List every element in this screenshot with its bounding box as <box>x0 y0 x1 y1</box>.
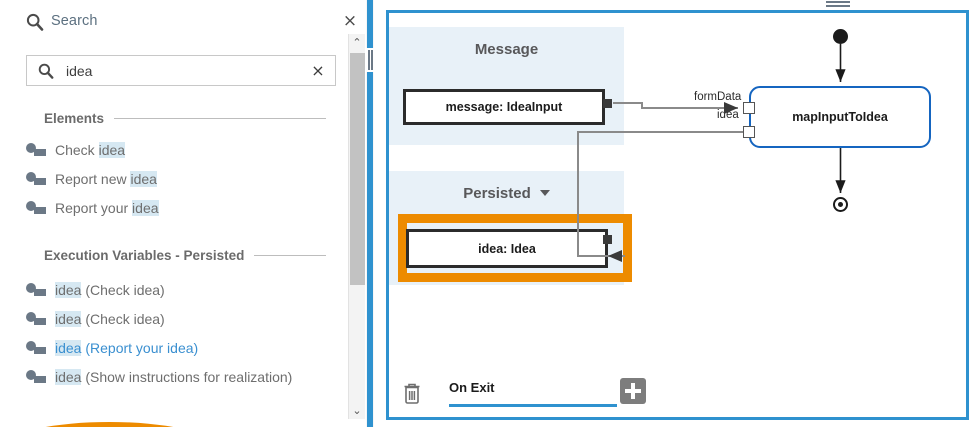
port-label-idea: idea <box>717 109 739 121</box>
data-node-persisted[interactable]: idea: Idea <box>406 229 608 268</box>
search-icon <box>38 63 54 79</box>
diagram-panel: Message message: IdeaInput Persisted ide… <box>386 10 969 420</box>
group-label: Execution Variables - Persisted <box>44 247 245 263</box>
panel-splitter-bar <box>367 0 373 427</box>
group-header-execution-variables: Execution Variables - Persisted <box>44 246 326 264</box>
persisted-output-port[interactable] <box>603 235 612 244</box>
scrollbar-thumb[interactable] <box>350 53 365 285</box>
region-title: Persisted <box>389 185 624 202</box>
user-icon <box>26 142 46 157</box>
list-item-label: Report your idea <box>55 199 159 216</box>
region-title: Message <box>474 41 539 58</box>
user-icon <box>26 171 46 186</box>
message-output-port[interactable] <box>603 99 612 108</box>
user-icon <box>26 340 46 355</box>
chevron-down-icon[interactable] <box>539 190 550 196</box>
group-header-elements: Elements <box>44 109 326 127</box>
user-icon <box>26 311 46 326</box>
task-node-label: mapInputToIdea <box>792 110 888 124</box>
trash-icon[interactable] <box>401 381 423 405</box>
group-divider <box>114 117 326 119</box>
add-icon[interactable] <box>620 378 646 404</box>
task-node-mapinputtoidea[interactable]: mapInputToIdea <box>749 86 931 148</box>
region-message: Message <box>389 27 624 145</box>
list-item[interactable]: idea (Check idea) <box>26 307 165 330</box>
list-item[interactable]: Report your idea <box>26 196 159 219</box>
list-item-label: idea (Check idea) <box>55 310 165 327</box>
data-node-label: message: IdeaInput <box>445 100 563 114</box>
search-results: Elements Check idea Report new idea Repo… <box>0 96 348 427</box>
sidebar-scrollbar[interactable]: ⌃ ⌄ <box>348 34 365 419</box>
task-input-port-formdata[interactable] <box>743 102 755 114</box>
end-node[interactable] <box>833 197 848 212</box>
top-drag-handle[interactable] <box>826 0 850 9</box>
list-item-label: idea (Check idea) <box>55 281 165 298</box>
page-title: Search <box>51 13 98 29</box>
list-item-label: Report new idea <box>55 170 157 187</box>
list-item[interactable]: Check idea <box>26 138 126 161</box>
list-item[interactable]: idea (Show instructions for realization) <box>26 365 292 388</box>
data-node-message[interactable]: message: IdeaInput <box>403 89 605 125</box>
group-label: Elements <box>44 110 105 126</box>
list-item[interactable]: Report new idea <box>26 167 157 190</box>
search-icon <box>26 13 44 31</box>
list-item-label: Check idea <box>55 141 126 158</box>
clear-search-icon[interactable]: × <box>311 61 325 80</box>
diagram-toolbar: On Exit <box>389 371 966 417</box>
data-node-label: idea: Idea <box>478 241 536 256</box>
list-item-hovered[interactable]: idea (Report your idea) <box>26 336 198 359</box>
search-panel: Search × × Elements Check idea <box>0 0 372 427</box>
user-icon <box>26 200 46 215</box>
list-item[interactable]: idea (Check idea) <box>26 278 165 301</box>
task-input-port-idea[interactable] <box>743 126 755 138</box>
search-panel-header: Search × <box>0 0 372 44</box>
port-label-formdata: formData <box>694 91 742 103</box>
annotation-ellipse <box>8 422 211 427</box>
group-divider <box>254 254 326 256</box>
close-icon[interactable]: × <box>342 11 358 31</box>
tab-label: On Exit <box>449 380 495 395</box>
search-input-wrapper[interactable]: × <box>26 55 336 86</box>
search-input[interactable] <box>64 56 314 85</box>
start-node[interactable] <box>833 29 848 44</box>
scroll-up-icon[interactable]: ⌃ <box>352 36 362 49</box>
list-item-label: idea (Show instructions for realization) <box>55 368 293 385</box>
tab-on-exit[interactable]: On Exit <box>449 379 617 407</box>
user-icon <box>26 282 46 297</box>
list-item-label: idea (Report your idea) <box>55 339 199 356</box>
splitter-drag-handle[interactable] <box>366 48 374 72</box>
scroll-down-icon[interactable]: ⌄ <box>352 404 362 417</box>
user-icon <box>26 369 46 384</box>
diagram-canvas[interactable]: Message message: IdeaInput Persisted ide… <box>389 13 966 417</box>
